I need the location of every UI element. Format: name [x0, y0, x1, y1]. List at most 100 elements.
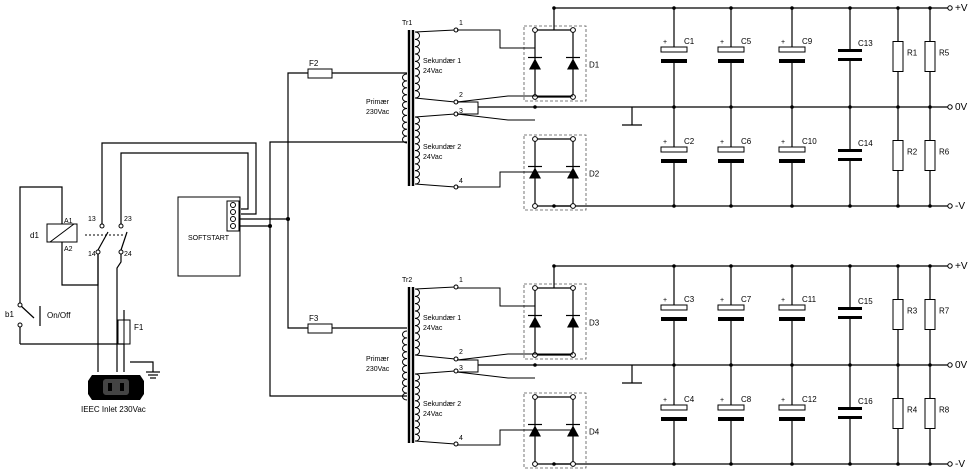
lower-section-cap-bot-0-plus: + — [663, 397, 667, 404]
upper-section-d1-label: D1 — [589, 61, 600, 70]
upper-section-cap-top-1-label: C5 — [741, 37, 752, 46]
transformer-tr1-pin1-label: 1 — [459, 20, 463, 27]
fuse-f3 — [307, 323, 333, 334]
upper-section-neg-label: -V — [955, 201, 965, 212]
lower-section-cap-top-3-label: C15 — [858, 297, 873, 306]
transformer-tr1-sec1-voltage: 24Vac — [423, 68, 443, 75]
lower-section-pos-terminal — [947, 263, 953, 269]
relay-a1-label: A1 — [64, 218, 73, 225]
lower-section-cap-bot-0: + C4 — [660, 391, 695, 441]
upper-section-cap-bot-1-plus: + — [720, 139, 724, 146]
upper-section-res-bot-1: R6 — [924, 107, 950, 206]
upper-section-res-bot-0-label: R2 — [907, 148, 918, 157]
lower-section-pos-label: +V — [955, 261, 968, 272]
upper-section-cap-top-3-label: C13 — [858, 39, 873, 48]
upper-section-cap-top-3: C13 — [838, 33, 873, 83]
lower-section-d4-label: D4 — [589, 428, 600, 437]
contact-24-label: 24 — [124, 251, 132, 258]
upper-section-cap-bot-3: C14 — [838, 133, 873, 183]
lower-section-neg-terminal — [947, 461, 953, 467]
upper-section-res-bot-0: R2 — [892, 107, 918, 206]
rectifier-filter-sections: +V0V-VD1D2+C1+C2+C5+C6+C9+C10C13C14R1R2R… — [456, 3, 968, 470]
lower-section-cap-top-0: +C3 — [660, 291, 695, 341]
upper-section-cap-top-0-label: C1 — [684, 37, 695, 46]
lower-section-d3-label: D3 — [589, 319, 600, 328]
lower-section-cap-top-0-plus: + — [663, 297, 667, 304]
upper-section-cap-bot-0-plus: + — [663, 139, 667, 146]
transformer-tr2-sec1-voltage: 24Vac — [423, 325, 443, 332]
upper-section-res-top-0-label: R1 — [907, 49, 918, 58]
lower-section-cap-bot-1-label: C8 — [741, 395, 752, 404]
softstart-label: SOFTSTART — [188, 235, 230, 242]
lower-section-diode — [567, 316, 579, 328]
upper-section-diode — [529, 58, 541, 70]
transformer-tr2-sec2-voltage: 24Vac — [423, 411, 443, 418]
transformer-tr1-primary-label: Primær — [366, 99, 390, 106]
transformer-tr1-label: Tr1 — [402, 20, 412, 27]
lower-section-neg-label: -V — [955, 459, 965, 470]
transformer-tr2-pin4-label: 4 — [459, 435, 463, 442]
lower-section-cap-bot-2-plus: + — [781, 397, 785, 404]
contact-13-label: 13 — [88, 216, 96, 223]
b1-label: b1 — [5, 310, 14, 319]
upper-section-cap-bot-2-plus: + — [781, 139, 785, 146]
upper-section-cap-top-1-plus: + — [720, 39, 724, 46]
fuse-f2 — [307, 68, 333, 79]
lower-section-res-bot-0-label: R4 — [907, 406, 918, 415]
lower-section-cap-bot-2-label: C12 — [802, 395, 817, 404]
upper-section-neg-terminal — [947, 203, 953, 209]
lower-section-zero-label: 0V — [955, 360, 968, 371]
upper-section-cap-top-0-plus: + — [663, 39, 667, 46]
control-section: d1 A1 A2 b1 On/Off 13 23 14 24 — [5, 142, 257, 414]
lower-section-res-top-0: R3 — [892, 266, 918, 365]
lower-section-res-top-0-label: R3 — [907, 307, 918, 316]
lower-section-cap-top-1-label: C7 — [741, 295, 752, 304]
lower-section-res-bot-0: R4 — [892, 365, 918, 464]
lower-section-diode — [529, 316, 541, 328]
upper-section-zero-label: 0V — [955, 102, 968, 113]
transformer-tr2-primary-label: Primær — [366, 356, 390, 363]
lower-section-cap-top-3: C15 — [838, 291, 873, 341]
upper-section-d2-label: D2 — [589, 170, 600, 179]
transformer-tr2-pin3-label: 3 — [459, 365, 463, 372]
upper-section-pos-terminal — [947, 5, 953, 11]
lower-section-cap-top-2-plus: + — [781, 297, 785, 304]
lower-section-zero-terminal — [947, 362, 953, 368]
lower-section-cap-top-1-plus: + — [720, 297, 724, 304]
upper-section-cap-bot-3-label: C14 — [858, 139, 873, 148]
transformer-tr2-pin1-label: 1 — [459, 277, 463, 284]
upper-section-cap-top-0: + C1 — [660, 33, 695, 83]
upper-section-pos-label: +V — [955, 3, 968, 14]
transformer-tr1-sec2-voltage: 24Vac — [423, 154, 443, 161]
lower-section-cap-bot-2: + C12 — [778, 391, 817, 441]
lower-section-diode — [567, 425, 579, 437]
lower-section-cap-top-2: + C11 — [778, 291, 817, 341]
upper-section-cap-top-2-plus: + — [781, 39, 785, 46]
upper-section-cap-bot-1-label: C6 — [741, 137, 752, 146]
upper-section-cap-bot-0: + C2 — [660, 133, 695, 183]
f1-label: F1 — [134, 323, 144, 332]
contact-14-label: 14 — [88, 251, 96, 258]
upper-section-bridge-1: D1 — [523, 25, 600, 102]
relay-a2-label: A2 — [64, 246, 73, 253]
upper-section-cap-bot-2: +C10 — [778, 133, 817, 183]
lower-section-cap-top-1: + C7 — [717, 291, 752, 341]
upper-section-cap-top-2-label: C9 — [802, 37, 813, 46]
upper-section-diode — [567, 58, 579, 70]
transformer-tr2-primary-voltage: 230Vac — [366, 366, 390, 373]
transformer-tr1-pin2-label: 2 — [459, 92, 463, 99]
lower-section-cap-bot-1: +C8 — [717, 391, 752, 441]
upper-section-cap-bot-0-label: C2 — [684, 137, 695, 146]
lower-section-cap-bot-3: C16 — [838, 391, 873, 441]
lower-section-bridge-1: D3 — [523, 283, 600, 360]
upper-section-diode — [567, 167, 579, 179]
transformer-tr1-pin4-label: 4 — [459, 178, 463, 185]
lower-section-cap-bot-0-label: C4 — [684, 395, 695, 404]
lower-section-cap-top-2-label: C11 — [802, 295, 817, 304]
lower-section-res-bot-1-label: R8 — [939, 406, 950, 415]
